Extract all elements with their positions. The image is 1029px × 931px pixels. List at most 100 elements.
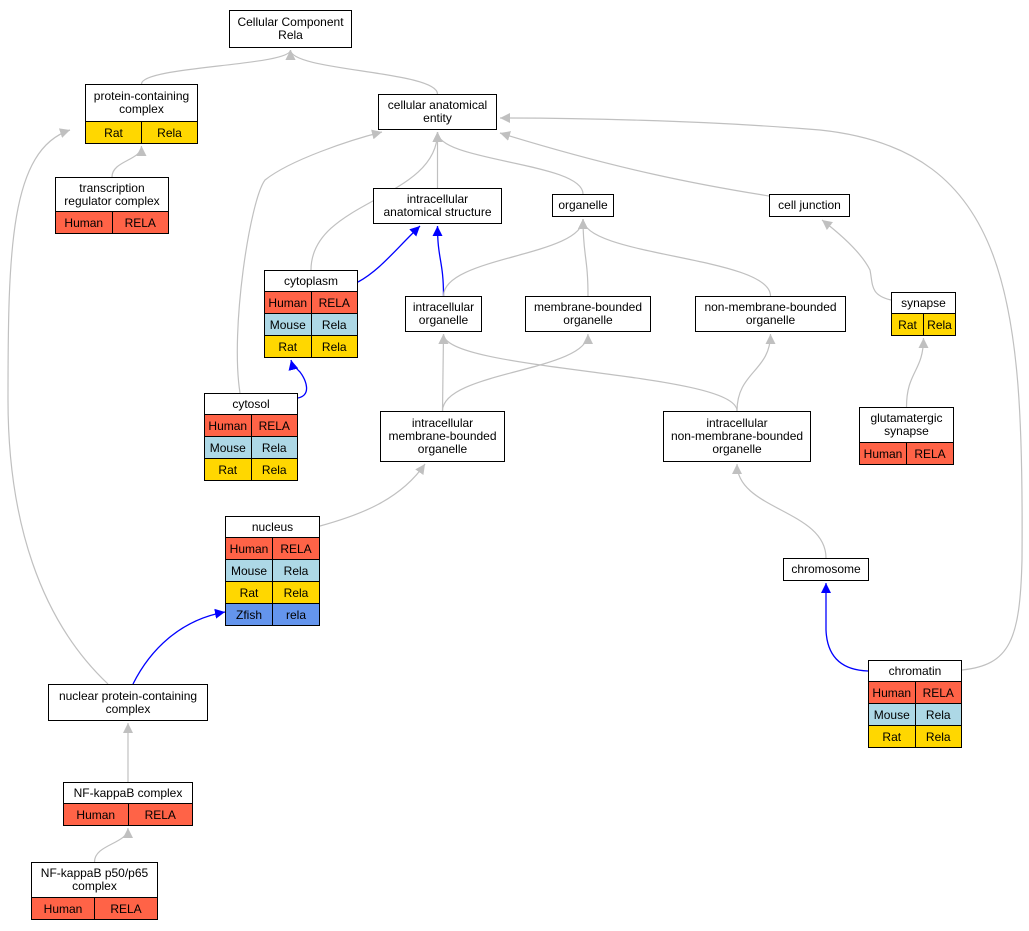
go-term-node[interactable]: intracellular anatomical structure (373, 188, 502, 224)
species-cell: Human (76, 807, 116, 822)
go-term-label: Cellular Component Rela (230, 11, 351, 47)
is-a-edge (441, 333, 593, 412)
is-a-edge (357, 225, 421, 283)
gene-cell: RELA (272, 538, 319, 559)
gene-cell: Rela (310, 314, 358, 335)
go-term-node[interactable]: Cellular Component Rela (229, 10, 352, 48)
go-term-label: cellular anatomical entity (379, 95, 496, 129)
go-term-node[interactable]: intracellular non-membrane-bounded organ… (663, 411, 811, 462)
species-cell: Mouse (209, 440, 246, 455)
go-term-node[interactable]: intracellular membrane-bounded organelle (380, 411, 505, 462)
go-term-label: chromatin (869, 661, 961, 681)
go-term-label: intracellular non-membrane-bounded organ… (664, 412, 810, 461)
go-term-label: cell junction (770, 195, 849, 216)
go-term-label: nuclear protein-containing complex (49, 685, 207, 720)
species-cell: Zfish (235, 607, 262, 622)
annotation-row: Rat Rela (869, 725, 961, 747)
species-cell: Human (229, 541, 269, 556)
annotation-row: Rat Rela (226, 581, 319, 603)
species-cell: Human (208, 418, 248, 433)
is-a-edge (442, 218, 588, 297)
species-cell: Human (43, 901, 83, 916)
is-a-edge (736, 333, 776, 412)
go-term-label: organelle (553, 195, 613, 216)
annotation-row: Mouse Rela (226, 559, 319, 581)
gene-cell: Rela (914, 726, 962, 747)
annotation-row: Mouse Rela (205, 436, 297, 458)
gene-cell: Rela (914, 704, 962, 725)
go-term-node[interactable]: nuclear protein-containing complex (48, 684, 208, 721)
go-term-node[interactable]: cellular anatomical entity (378, 94, 497, 130)
species-cell: Rat (218, 462, 238, 477)
species-cell: Mouse (230, 563, 268, 578)
go-term-label: transcription regulator complex (56, 178, 168, 211)
go-term-label: intracellular organelle (406, 297, 481, 331)
species-cell: Rat (104, 125, 123, 140)
annotation-row: Rat Rela (892, 313, 955, 335)
go-term-node[interactable]: chromosome (783, 558, 869, 581)
gene-cell: Rela (250, 437, 298, 458)
gene-cell: RELA (310, 292, 358, 313)
gene-cell: Rela (272, 582, 319, 603)
gene-cell: Rela (923, 314, 955, 335)
is-a-edge (288, 359, 308, 399)
is-a-edge (499, 113, 1023, 671)
is-a-edge (319, 463, 426, 527)
species-cell: Rat (882, 729, 902, 744)
is-a-edge (236, 129, 383, 394)
species-cell: Rat (278, 339, 298, 354)
species-cell: Rat (239, 585, 259, 600)
is-a-edge (140, 49, 296, 85)
gene-cell: Rela (272, 560, 319, 581)
species-cell: Rat (898, 317, 917, 332)
is-a-edge (499, 131, 770, 197)
is-a-edge (432, 131, 584, 195)
go-term-node[interactable]: organelle (552, 194, 614, 217)
go-term-node[interactable]: cell junction (769, 194, 850, 217)
go-term-node[interactable]: non-membrane-bounded organelle (695, 296, 846, 332)
is-a-edge (285, 49, 439, 95)
go-term-label: cytosol (205, 394, 297, 414)
go-term-node[interactable]: intracellular organelle (405, 296, 482, 332)
go-term-label: chromosome (784, 559, 868, 580)
gene-cell: RELA (906, 443, 953, 464)
is-a-edge (578, 218, 589, 297)
is-a-edge (432, 225, 445, 297)
go-term-label: intracellular anatomical structure (374, 189, 501, 223)
annotation-row: Rat Rela (86, 121, 197, 143)
is-a-edge (821, 583, 869, 672)
is-a-edge (438, 333, 738, 412)
go-term-label: glutamatergic synapse (860, 408, 953, 442)
go-term-label: synapse (892, 293, 955, 313)
is-a-edge (905, 337, 929, 408)
go-term-label: protein-containing complex (86, 85, 197, 121)
gene-cell: RELA (127, 804, 193, 825)
species-cell: Human (863, 446, 903, 461)
go-term-label: NF-kappaB p50/p65 complex (32, 863, 157, 897)
is-a-edge (438, 333, 449, 412)
is-a-edge (7, 128, 109, 685)
go-term-label: non-membrane-bounded organelle (696, 297, 845, 331)
gene-cell: Rela (141, 122, 197, 143)
go-term-node[interactable]: membrane-bounded organelle (525, 296, 651, 332)
